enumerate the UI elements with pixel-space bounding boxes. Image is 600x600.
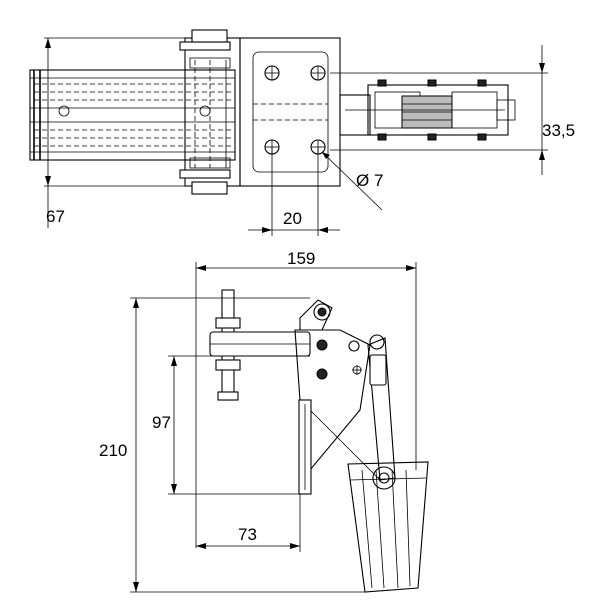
handle-grip [347, 461, 429, 593]
clamp-body [294, 299, 381, 481]
base-bracket [298, 399, 312, 495]
plunger-body [29, 60, 236, 168]
top-view: 67 [29, 29, 575, 236]
side-view: 159 210 97 73 [99, 249, 429, 593]
dim-33-5-label: 33,5 [542, 121, 575, 140]
clamp-arm [209, 331, 311, 357]
dim-210-line [130, 297, 365, 593]
guide-flanges [179, 29, 241, 195]
dim-159-line [195, 262, 417, 548]
dim-73-label: 73 [238, 525, 257, 544]
dim-dia-label: Ø 7 [356, 171, 383, 190]
mounting-holes [264, 65, 326, 155]
base-plate [239, 37, 341, 187]
dim-97-label: 97 [152, 413, 171, 432]
dim-67-label: 67 [46, 207, 65, 226]
dim-20-label: 20 [283, 209, 302, 228]
dim-97-line [168, 355, 310, 495]
handle-linkage-top [339, 79, 516, 141]
dim-67-line [44, 37, 200, 228]
handle-lever [367, 334, 396, 490]
dim-dia-leader [321, 151, 383, 211]
dim-210-label: 210 [99, 441, 127, 460]
dim-33-5-line [330, 45, 548, 175]
dim-159-label: 159 [287, 249, 315, 268]
dim-20-line [248, 147, 340, 236]
